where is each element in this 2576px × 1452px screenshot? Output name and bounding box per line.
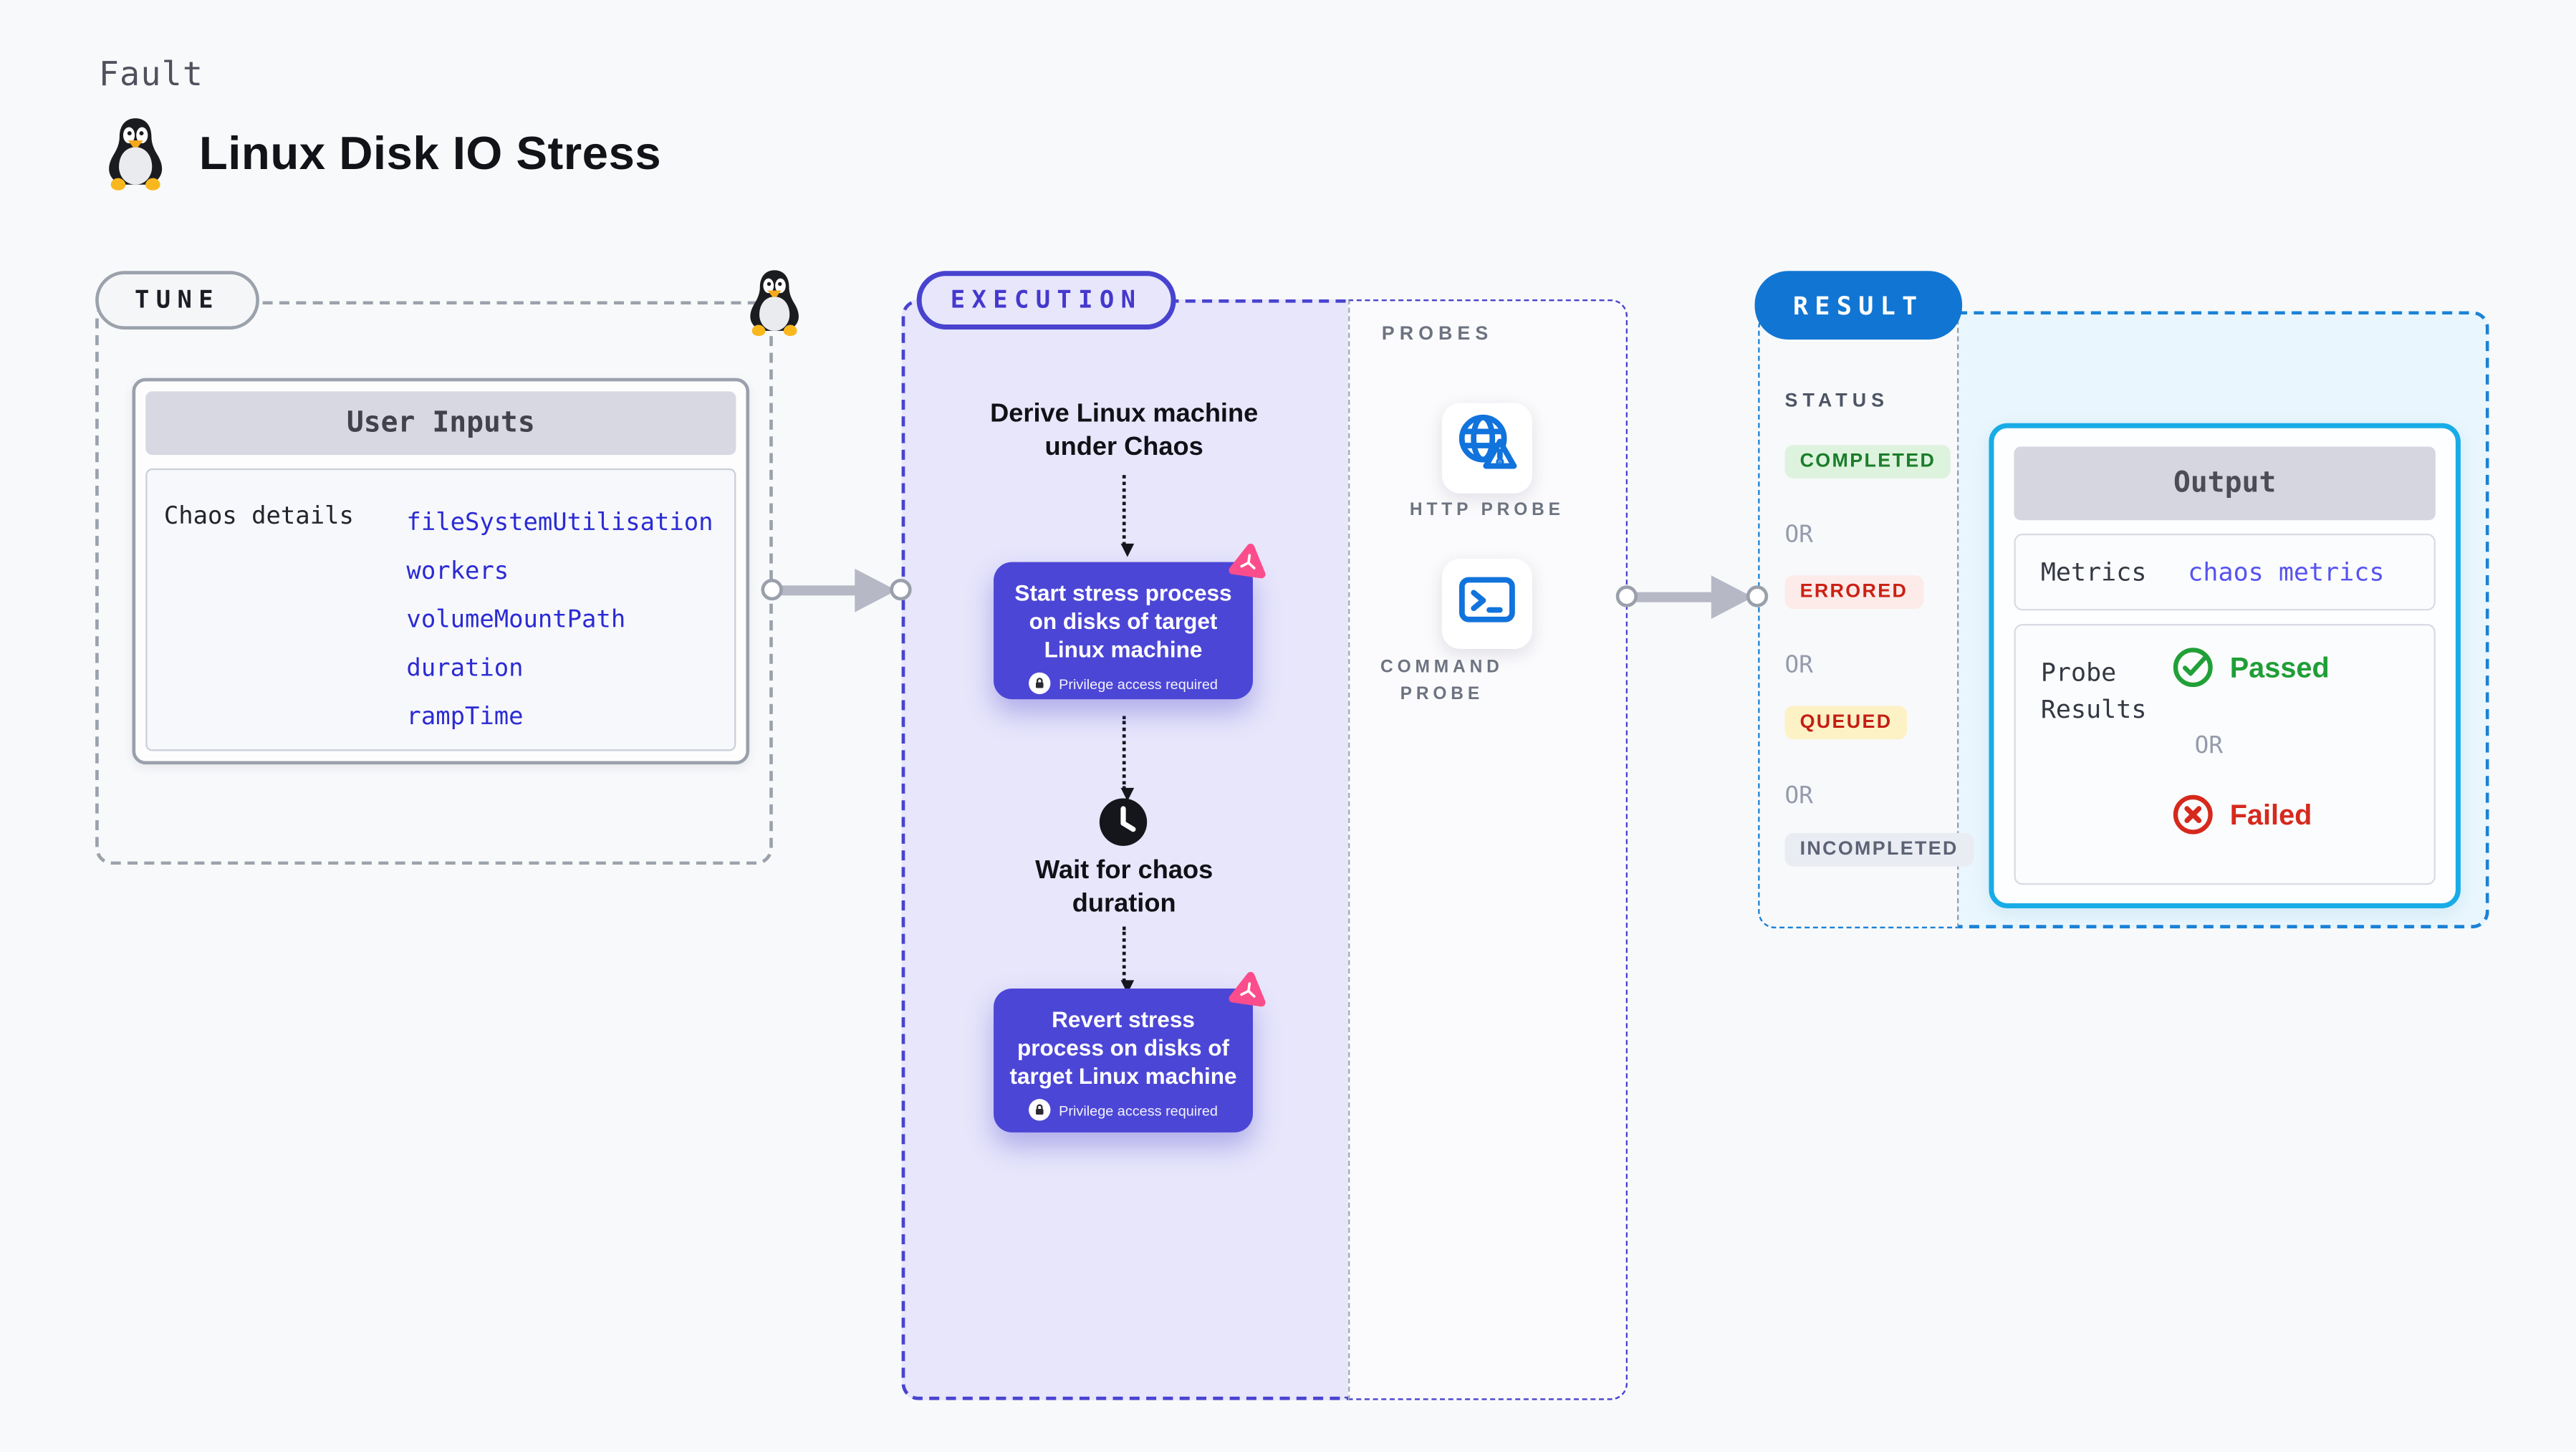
input-item: volumeMountPath	[406, 607, 626, 635]
connector-line	[776, 585, 863, 595]
user-inputs-title: User Inputs	[145, 391, 736, 456]
http-probe-icon	[1452, 409, 1522, 488]
http-probe-label: HTTP PROBE	[1409, 500, 1565, 521]
derive-step-label: Derive Linux machine under Chaos	[948, 398, 1299, 463]
privilege-label: Privilege access required	[1059, 1101, 1218, 1119]
start-stress-node: Start stress process on disks of target …	[994, 562, 1253, 700]
status-badge-incompleted: INCOMPLETED	[1784, 832, 1974, 867]
connector-dot	[890, 578, 912, 601]
node-line: Linux machine	[1044, 637, 1203, 663]
connector-arrowhead	[855, 568, 897, 612]
wait-line: duration	[1072, 889, 1176, 918]
metrics-value: chaos metrics	[2188, 557, 2385, 587]
failed-label: Failed	[2229, 799, 2312, 832]
connector-dot	[761, 578, 783, 601]
user-inputs-body	[145, 468, 736, 751]
probe-results-label: Probe Results	[2041, 654, 2147, 728]
chaos-logo-icon	[1227, 539, 1271, 583]
connector-line	[1630, 592, 1715, 602]
revert-stress-node: Revert stress process on disks of target…	[994, 989, 1253, 1133]
probe-results-line: Results	[2040, 694, 2147, 725]
output-title: Output	[2014, 446, 2436, 521]
or-separator: OR	[1784, 782, 1813, 810]
chaos-details-label: Chaos details	[163, 503, 354, 531]
flow-arrow-down	[1120, 716, 1134, 802]
tux-penguin-icon	[102, 115, 168, 192]
execution-badge: EXECUTION	[916, 271, 1176, 330]
chaos-logo-icon	[1227, 968, 1271, 1011]
privilege-row: Privilege access required	[994, 672, 1253, 695]
status-badge-errored: ERRORED	[1784, 575, 1923, 609]
clock-icon	[1097, 797, 1149, 848]
passed-label: Passed	[2229, 652, 2330, 685]
status-badge-queued: QUEUED	[1784, 706, 1908, 740]
connector-dot	[1615, 585, 1638, 607]
tune-badge: TUNE	[95, 271, 259, 330]
metrics-label: Metrics	[2040, 557, 2147, 587]
privilege-row: Privilege access required	[994, 1099, 1253, 1121]
input-item: fileSystemUtilisation	[406, 510, 713, 537]
flow-arrow-down	[1120, 926, 1134, 994]
probes-label: PROBES	[1381, 324, 1494, 345]
derive-line: under Chaos	[1044, 432, 1203, 461]
tux-penguin-small-icon	[744, 268, 804, 338]
probe-results-line: Probe	[2040, 657, 2117, 688]
x-circle-icon	[2171, 793, 2215, 837]
connector-arrowhead	[1711, 575, 1754, 619]
input-item: rampTime	[406, 704, 524, 731]
check-circle-icon	[2171, 645, 2215, 689]
input-item: workers	[406, 558, 509, 586]
input-item: duration	[406, 655, 524, 683]
node-line: on disks of target	[1029, 608, 1218, 635]
node-line: Start stress process	[1014, 580, 1232, 606]
command-probe-card	[1441, 558, 1532, 650]
lock-icon	[1029, 672, 1051, 695]
command-probe-icon	[1453, 566, 1520, 641]
wait-step-label: Wait for chaos duration	[948, 855, 1299, 920]
command-probe-label: COMMAND PROBE	[1380, 657, 1504, 705]
status-label: STATUS	[1784, 391, 1890, 412]
node-line: Revert stress	[1052, 1006, 1195, 1032]
node-line: target Linux machine	[1009, 1064, 1237, 1090]
user-inputs-list: fileSystemUtilisation workers volumeMoun…	[406, 500, 713, 743]
page-title: Linux Disk IO Stress	[198, 127, 662, 179]
flow-arrow-down	[1120, 475, 1134, 557]
connector-dot	[1746, 585, 1769, 607]
or-separator: OR	[1784, 521, 1813, 549]
or-separator: OR	[2194, 732, 2224, 760]
metrics-row	[2014, 533, 2436, 611]
lock-icon	[1029, 1099, 1051, 1121]
or-separator: OR	[1784, 652, 1813, 680]
status-badge-completed: COMPLETED	[1784, 445, 1951, 479]
execution-section	[901, 299, 1349, 1400]
http-probe-card	[1441, 403, 1532, 494]
node-line: process on disks of	[1017, 1035, 1230, 1061]
wait-line: Wait for chaos	[1035, 856, 1213, 885]
derive-line: Derive Linux machine	[990, 400, 1259, 428]
privilege-label: Privilege access required	[1059, 675, 1218, 692]
result-badge: RESULT	[1754, 271, 1963, 340]
fault-kicker: Fault	[98, 53, 204, 94]
probe-results-row	[2014, 623, 2436, 885]
